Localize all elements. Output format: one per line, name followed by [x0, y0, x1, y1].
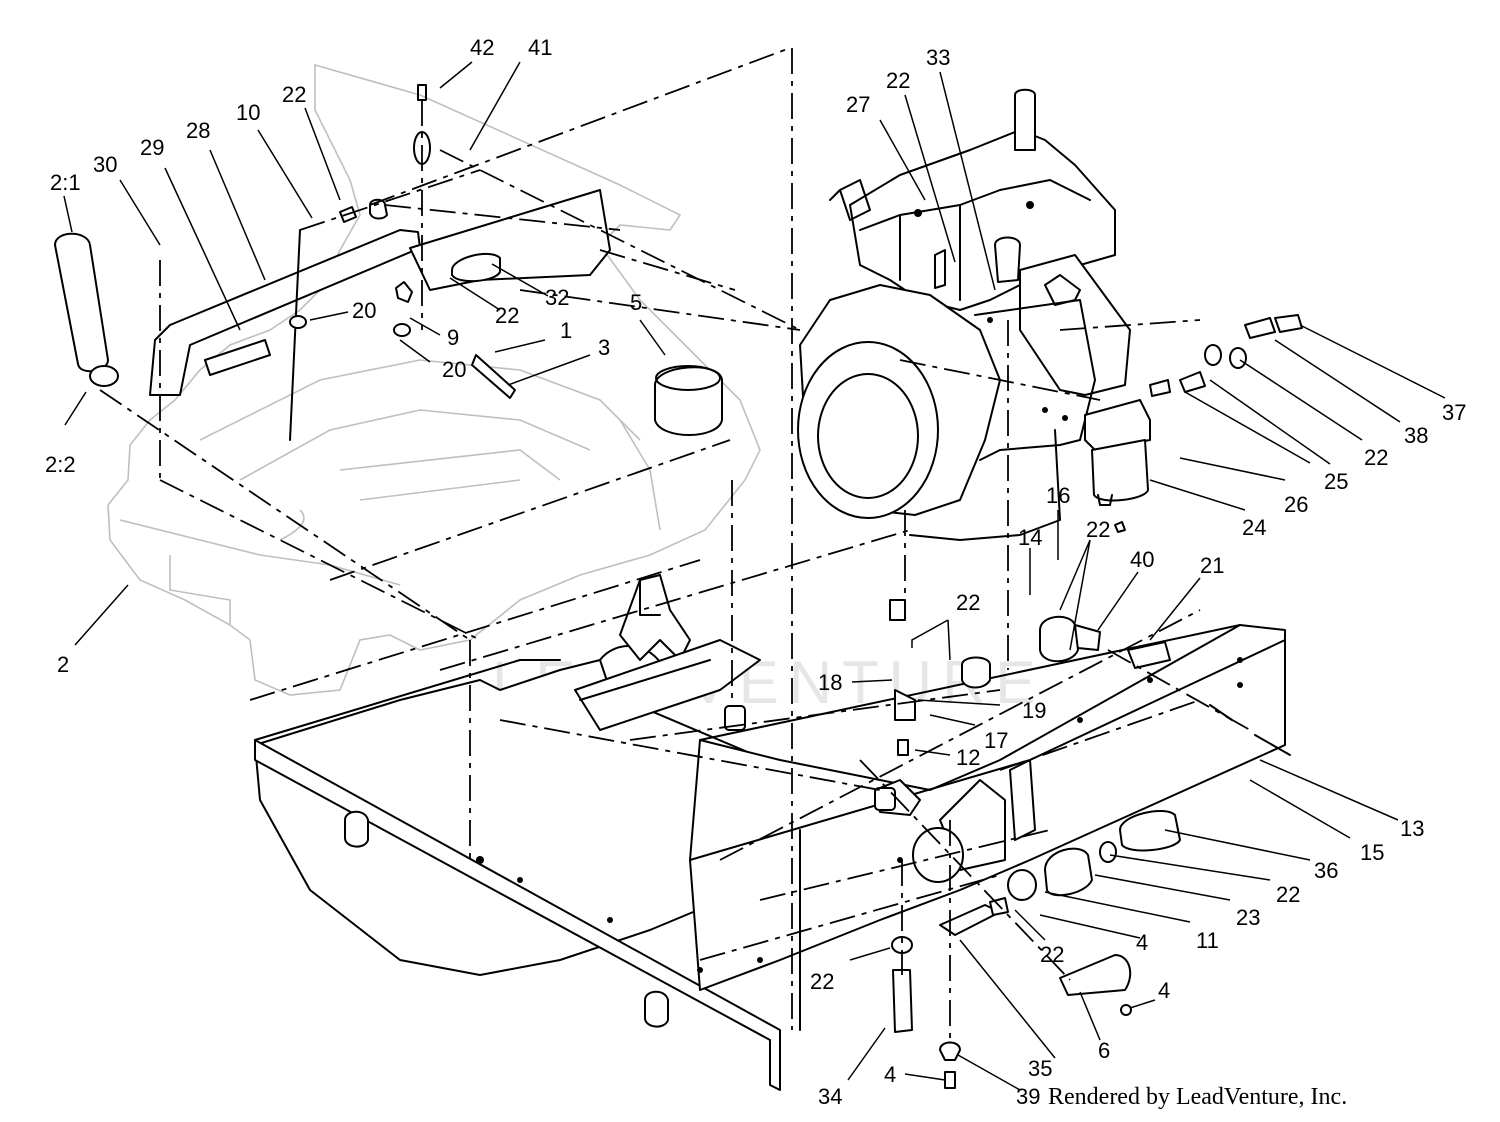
- callout-33: 33: [926, 45, 950, 70]
- chassis-frame: [254, 574, 1286, 1091]
- callout-22: 22: [1040, 942, 1064, 967]
- fuel-filter: [1084, 399, 1151, 506]
- callout-38: 38: [1404, 423, 1428, 448]
- callout-40: 40: [1130, 547, 1154, 572]
- callout-41: 41: [528, 35, 552, 60]
- callout-25: 25: [1324, 469, 1348, 494]
- callout-36: 36: [1314, 858, 1338, 883]
- callout-2: 2: [57, 652, 69, 677]
- engine: [797, 88, 1131, 541]
- callout-5: 5: [630, 290, 642, 315]
- callout-42: 42: [470, 35, 494, 60]
- callout-17: 17: [984, 728, 1008, 753]
- seat-pan-ghost: [107, 63, 761, 696]
- callout-35: 35: [1028, 1056, 1052, 1081]
- callout-18: 18: [818, 670, 842, 695]
- callout-39: 39: [1016, 1084, 1040, 1109]
- callout-24: 24: [1242, 515, 1266, 540]
- callout-2-2: 2:2: [45, 452, 76, 477]
- callout-32: 32: [545, 285, 569, 310]
- callout-22: 22: [956, 590, 980, 615]
- callout-16: 16: [1046, 483, 1070, 508]
- callout-4: 4: [1158, 978, 1170, 1003]
- callout-4: 4: [884, 1062, 896, 1087]
- callout-14: 14: [1018, 525, 1042, 550]
- callout-3: 3: [598, 335, 610, 360]
- callout-30: 30: [93, 152, 117, 177]
- callout-27: 27: [846, 92, 870, 117]
- callout-34: 34: [818, 1084, 842, 1109]
- callout-23: 23: [1236, 905, 1260, 930]
- callout-22: 22: [886, 68, 910, 93]
- callout-21: 21: [1200, 553, 1224, 578]
- callout-2-1: 2:1: [50, 170, 81, 195]
- leader-lines: [63, 61, 1446, 1091]
- callout-11: 11: [1196, 928, 1219, 953]
- callout-22: 22: [810, 969, 834, 994]
- callout-13: 13: [1400, 816, 1424, 841]
- callout-6: 6: [1098, 1038, 1110, 1063]
- assembly-lines: [99, 47, 1251, 1045]
- callout-4: 4: [1136, 930, 1148, 955]
- small-parts: [54, 84, 1303, 1089]
- callout-19: 19: [1022, 698, 1046, 723]
- callout-22: 22: [1086, 517, 1110, 542]
- callout-37: 37: [1442, 400, 1466, 425]
- callout-9: 9: [447, 325, 459, 350]
- callout-20: 20: [442, 357, 466, 382]
- callout-29: 29: [140, 135, 164, 160]
- callout-1: 1: [560, 318, 572, 343]
- rendered-by-credit: Rendered by LeadVenture, Inc.: [1048, 1084, 1348, 1110]
- callout-22: 22: [1364, 445, 1388, 470]
- callout-28: 28: [186, 118, 210, 143]
- callout-22: 22: [1276, 882, 1300, 907]
- callout-26: 26: [1284, 492, 1308, 517]
- callout-12: 12: [956, 745, 980, 770]
- callout-15: 15: [1360, 840, 1384, 865]
- callout-22: 22: [495, 303, 519, 328]
- callout-labels: 42 41 22 10 28 29 30 2:1 2:2 2 20 20 9 2…: [45, 35, 1466, 1109]
- callout-20: 20: [352, 298, 376, 323]
- callout-22: 22: [282, 82, 306, 107]
- callout-10: 10: [236, 100, 260, 125]
